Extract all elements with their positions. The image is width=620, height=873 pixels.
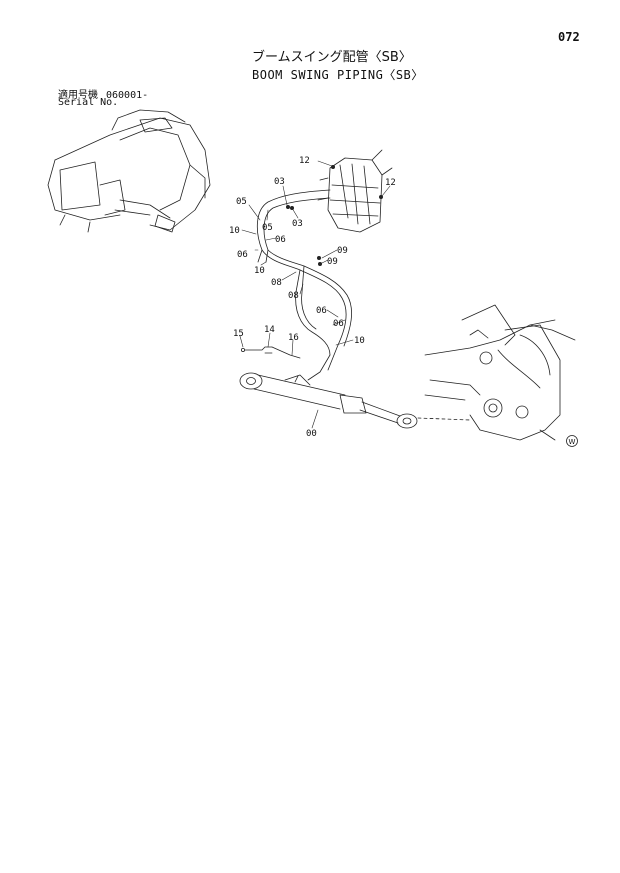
swing-bracket bbox=[424, 304, 576, 441]
serial-row: 適用号機 060001- bbox=[58, 86, 148, 101]
callout-06d: 06 bbox=[333, 319, 344, 329]
callout-09a: 09 bbox=[337, 246, 348, 256]
callout-09b: 09 bbox=[327, 257, 338, 267]
callout-06b: 06 bbox=[237, 250, 248, 260]
callout-15: 15 bbox=[233, 329, 244, 339]
machine-overview-inset bbox=[47, 109, 211, 233]
callout-08a: 08 bbox=[271, 278, 282, 288]
callout-08b: 08 bbox=[288, 291, 299, 301]
callout-03b: 03 bbox=[292, 219, 303, 229]
connection-dashed-line bbox=[417, 417, 471, 421]
fittings bbox=[286, 165, 383, 266]
callout-06a: 06 bbox=[275, 235, 286, 245]
callout-00: 00 bbox=[306, 429, 317, 439]
callout-10c: 10 bbox=[354, 336, 365, 346]
callout-12b: 12 bbox=[385, 178, 396, 188]
serial-label-jp: 適用号機 bbox=[58, 90, 98, 101]
serial-label-en: Serial No. bbox=[58, 97, 119, 108]
callout-10a: 10 bbox=[229, 226, 240, 236]
callout-10b: 10 bbox=[254, 266, 265, 276]
serial-value: 060001- bbox=[106, 90, 149, 101]
callout-14: 14 bbox=[264, 325, 275, 335]
callout-03a: 03 bbox=[274, 177, 285, 187]
callout-06c: 06 bbox=[316, 306, 327, 316]
hose-lines bbox=[256, 189, 352, 381]
callout-05b: 05 bbox=[262, 223, 273, 233]
page-number: 072 bbox=[558, 30, 580, 44]
control-valve bbox=[317, 149, 393, 233]
title-japanese: ブームスイング配管〈SB〉 bbox=[252, 50, 412, 65]
callout-12a: 12 bbox=[299, 156, 310, 166]
callout-16: 16 bbox=[288, 333, 299, 343]
title-english: BOOM SWING PIPING〈SB〉 bbox=[252, 68, 424, 82]
corner-mark: W bbox=[566, 435, 578, 447]
callout-labels: 12 03 12 05 05 03 10 06 06 09 09 10 08 0… bbox=[229, 156, 396, 439]
callout-05a: 05 bbox=[236, 197, 247, 207]
corner-mark-letter: W bbox=[569, 438, 576, 446]
small-parts bbox=[240, 346, 301, 359]
boom-swing-cylinder bbox=[239, 372, 418, 429]
